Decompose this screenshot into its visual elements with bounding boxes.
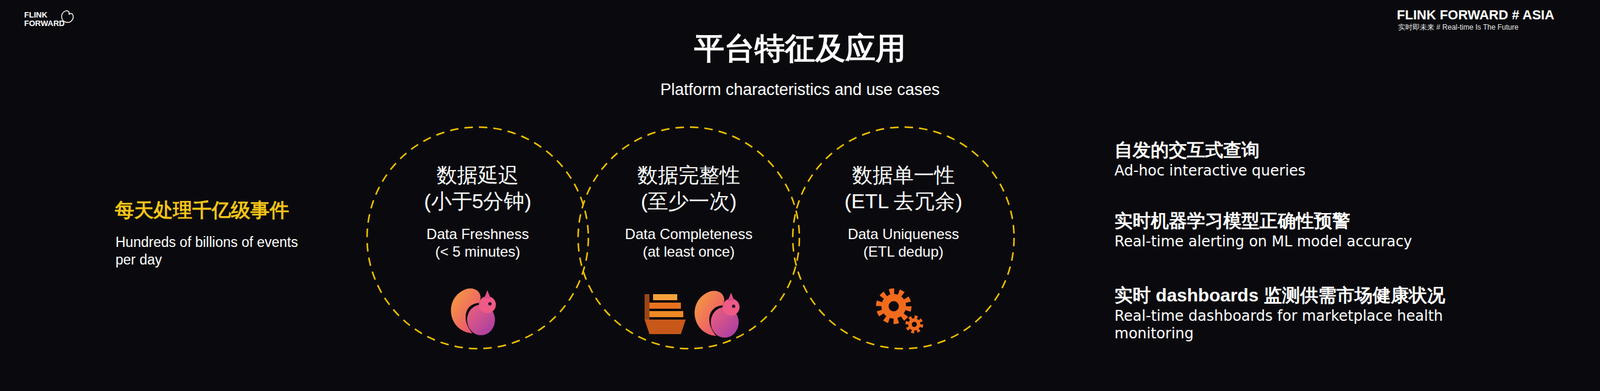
title: 平台特征及应用 bbox=[618, 30, 982, 67]
gear-teeth bbox=[907, 316, 922, 332]
node-heading: 数据延迟 (小于5分钟) bbox=[405, 162, 551, 214]
node-body: Data Uniqueness (ETL dedup) bbox=[841, 225, 966, 261]
squirrel-ear bbox=[727, 292, 735, 302]
feature-circle: 数据延迟 (小于5分钟) Data Freshness (< 5 minutes) bbox=[365, 125, 590, 350]
use-case-heading: 实时机器学习模型正确性预警 bbox=[1114, 209, 1538, 232]
node-body: Data Freshness (< 5 minutes) bbox=[422, 225, 534, 261]
use-case-body: Real-time alerting on ML model accuracy bbox=[1114, 232, 1538, 251]
kinesis-bar bbox=[653, 293, 678, 300]
use-case-heading: 自发的交互式查询 bbox=[1114, 139, 1538, 161]
dashed-circle-outline bbox=[792, 126, 1015, 349]
squirrel-head bbox=[478, 295, 496, 313]
logo-text: FLINK FORWARD bbox=[24, 10, 67, 28]
gear-teeth bbox=[879, 291, 909, 321]
highlight-body: Hundreds of billions of events per day bbox=[115, 233, 322, 269]
use-case-body: Ad-hoc interactive queries bbox=[1114, 162, 1538, 180]
kinesis-side bbox=[644, 293, 650, 320]
subtitle: Platform characteristics and use cases bbox=[618, 79, 982, 100]
feature-circle: 数据单一性 (ETL 去冗余) Data Uniqueness (ETL dedu… bbox=[791, 125, 1016, 350]
use-case-body: Real-time dashboards for marketplace hea… bbox=[1114, 307, 1526, 343]
squirrel-head bbox=[722, 298, 740, 316]
flink-squirrel-icon bbox=[694, 290, 740, 338]
squirrel-eye bbox=[487, 301, 492, 306]
gear-hole bbox=[888, 301, 900, 312]
gear-body bbox=[881, 293, 907, 319]
node-body: Data Completeness (at least once) bbox=[621, 225, 758, 261]
gear-icon bbox=[879, 291, 909, 321]
node-heading: 数据单一性 (ETL 去冗余) bbox=[830, 162, 976, 214]
highlight-heading: 每天处理千亿级事件 bbox=[114, 198, 369, 222]
kinesis-base bbox=[644, 319, 686, 334]
squirrel-ear bbox=[483, 290, 491, 299]
event-slogan: 实时即未来 # Real-time Is The Future bbox=[1398, 22, 1592, 32]
gear-hole bbox=[911, 321, 917, 327]
dashed-circle-outline bbox=[578, 126, 800, 349]
kinesis-icon bbox=[644, 293, 686, 334]
gear-body bbox=[908, 318, 921, 331]
gear-icon bbox=[907, 316, 922, 332]
squirrel-eye bbox=[731, 304, 736, 308]
kinesis-bar bbox=[647, 310, 684, 317]
feature-circle: 数据完整性 (至少一次) Data Completeness (at least … bbox=[576, 125, 801, 350]
event-logo: FLINK FORWARD # ASIA bbox=[1396, 7, 1591, 23]
kinesis-bar bbox=[649, 302, 681, 309]
dashed-circle-outline bbox=[367, 126, 589, 349]
flink-squirrel-icon bbox=[451, 288, 496, 335]
node-heading: 数据完整性 (至少一次) bbox=[616, 162, 762, 214]
use-case-heading: 实时 dashboards 监测供需市场健康状况 bbox=[1114, 284, 1538, 306]
